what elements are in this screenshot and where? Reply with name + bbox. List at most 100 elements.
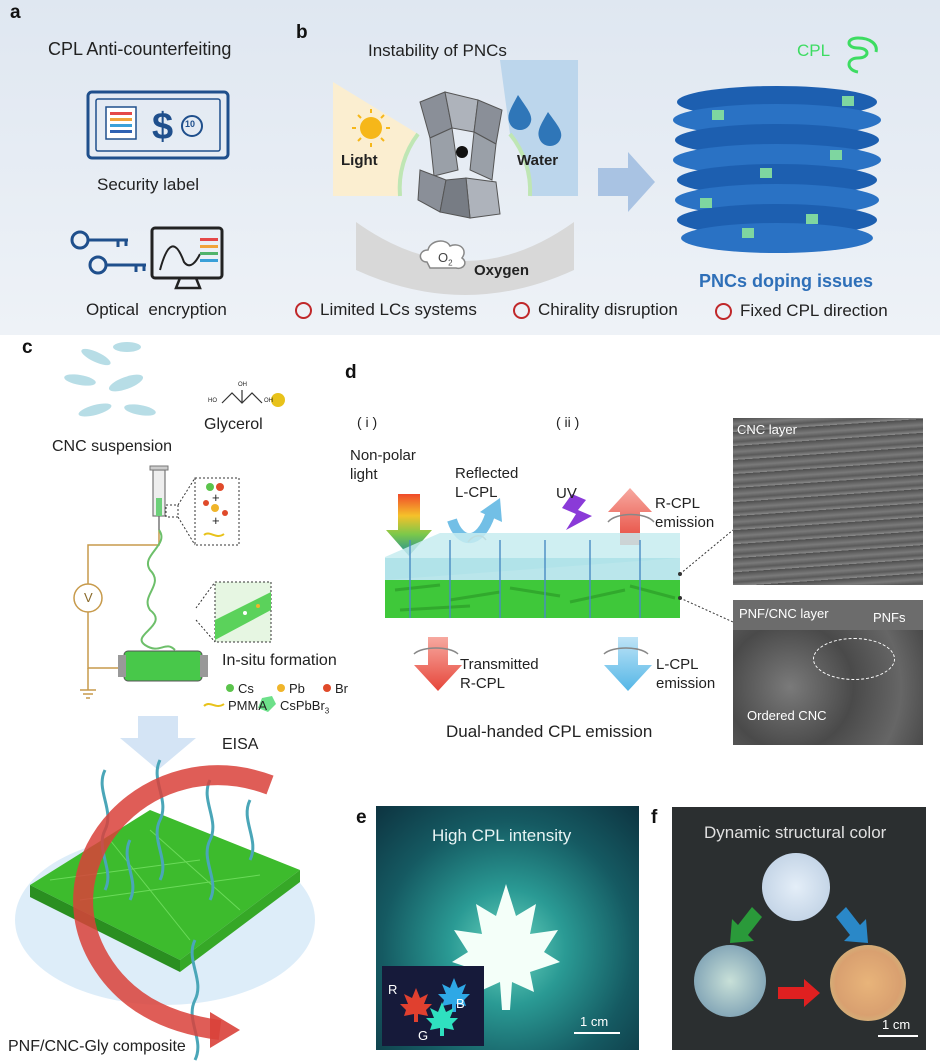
dynamic-color-title: Dynamic structural color bbox=[704, 823, 887, 842]
ordered-cnc-label: Ordered CNC bbox=[747, 708, 827, 723]
panel-label-e: e bbox=[356, 807, 367, 828]
cnc-rods bbox=[64, 342, 156, 417]
rgb-leaf-inset: R B G bbox=[382, 966, 484, 1046]
panel-f-photo: Dynamic structural color 1 cm bbox=[672, 807, 926, 1050]
l-cpl-emission-arrow bbox=[604, 637, 652, 691]
reflected-arrow bbox=[447, 513, 495, 544]
issue-chirality: Chirality disruption bbox=[513, 300, 678, 320]
high-cpl-intensity-title: High CPL intensity bbox=[432, 826, 572, 845]
pmma-label: PMMA bbox=[228, 698, 267, 713]
r-label: R bbox=[388, 982, 398, 997]
issue-circle-icon bbox=[513, 302, 530, 320]
dollar-sign-icon: $ bbox=[152, 106, 174, 148]
sem-pnf-cnc-image: PNF/CNC layer PNFs Ordered CNC bbox=[733, 600, 923, 745]
scale-bar-f bbox=[878, 1035, 918, 1037]
oh-top: OH bbox=[238, 382, 247, 388]
blue-leaf-icon bbox=[438, 978, 470, 1012]
pmma-icon bbox=[203, 703, 225, 707]
sample-disc-right bbox=[830, 945, 906, 1021]
anticounterfeiting-title: CPL Anti-counterfeiting bbox=[48, 39, 232, 59]
panel-label-a: a bbox=[10, 2, 21, 23]
case-ii-label: ( ii ) bbox=[556, 414, 580, 430]
issue-limited-lcs: Limited LCs systems bbox=[295, 300, 477, 320]
sample-disc-left bbox=[694, 945, 766, 1017]
green-leaf-icon bbox=[426, 1002, 458, 1036]
cnc-layer-label: CNC layer bbox=[737, 422, 797, 437]
transmitted-r-cpl-arrow bbox=[414, 637, 462, 691]
blue-arrow-icon bbox=[836, 907, 868, 943]
eisa-arrow bbox=[120, 716, 196, 770]
composite-film bbox=[30, 810, 300, 960]
scale-label-f: 1 cm bbox=[882, 1017, 911, 1032]
water-label: Water bbox=[517, 152, 559, 169]
light-label: Light bbox=[341, 152, 378, 169]
pnf-cnc-layer-label: PNF/CNC layer bbox=[739, 606, 829, 621]
red-leaf-icon bbox=[400, 988, 432, 1022]
syringe-icon bbox=[149, 465, 179, 530]
optical-encryption-caption: Optical encryption bbox=[86, 300, 227, 319]
pnc-doping-issues-label: PNCs doping issues bbox=[699, 271, 874, 291]
helix-strands bbox=[100, 759, 255, 1061]
glycerol-ball-icon bbox=[271, 393, 285, 407]
voltmeter-label: V bbox=[84, 590, 93, 605]
instability-title: Instability of PNCs bbox=[368, 41, 507, 60]
scale-bar-e bbox=[574, 1032, 620, 1034]
red-arrow-icon bbox=[778, 979, 820, 1007]
oxygen-label: Oxygen bbox=[474, 262, 530, 279]
in-situ-formation-label: In-situ formation bbox=[222, 652, 337, 669]
panel-label-d: d bbox=[345, 362, 357, 383]
security-label-caption: Security label bbox=[97, 175, 200, 194]
scale-label-e: 1 cm bbox=[580, 1014, 609, 1029]
pnf-cnc-layer bbox=[385, 580, 680, 618]
plus-sign-2: + bbox=[212, 513, 220, 528]
cnc-top-layer bbox=[385, 533, 680, 580]
cs-dot-icon bbox=[226, 684, 234, 692]
maple-leaf-icon bbox=[452, 884, 560, 1010]
br-dot-icon bbox=[323, 684, 331, 692]
cpl-label: CPL bbox=[797, 41, 831, 60]
pnfs-label: PNFs bbox=[873, 610, 906, 625]
glycerol-label: Glycerol bbox=[204, 416, 263, 433]
eisa-label: EISA bbox=[222, 736, 259, 753]
fiber-inset bbox=[214, 581, 272, 643]
br-label: Br bbox=[335, 681, 348, 696]
green-arrow-icon bbox=[730, 907, 762, 943]
panel-label-b: b bbox=[296, 22, 308, 43]
circuit-wires bbox=[80, 530, 160, 699]
precursor-inset bbox=[194, 477, 240, 546]
b-label: B bbox=[456, 996, 465, 1011]
ho-left: HO bbox=[208, 398, 217, 404]
composite-arrow bbox=[73, 765, 274, 1040]
cs-label: Cs bbox=[238, 681, 254, 696]
o2-label: O2 bbox=[438, 250, 453, 268]
issue-fixed-cpl: Fixed CPL direction bbox=[715, 301, 888, 321]
non-polar-light-arrow bbox=[386, 494, 432, 556]
oh-right: OH bbox=[264, 398, 273, 404]
glycerol-structure bbox=[221, 390, 263, 404]
panel-label-f: f bbox=[651, 807, 658, 828]
g-label: G bbox=[418, 1028, 429, 1043]
collector-drum bbox=[123, 650, 203, 682]
issue-circle-icon bbox=[715, 303, 732, 321]
sample-disc-top bbox=[762, 853, 830, 921]
plus-sign-1: + bbox=[212, 490, 220, 505]
uv-label: UV bbox=[556, 485, 577, 502]
panel-label-c: c bbox=[22, 337, 33, 358]
cspbbr3-label: CsPbBr3 bbox=[280, 698, 330, 716]
r-cpl-emission-arrow bbox=[608, 488, 652, 545]
cnc-suspension-label: CNC suspension bbox=[52, 438, 173, 455]
case-i-label: ( i ) bbox=[357, 414, 378, 430]
composite-label: PNF/CNC-Gly composite bbox=[8, 1038, 186, 1055]
sem-cnc-layer-image: CNC layer bbox=[733, 418, 923, 585]
pb-label: Pb bbox=[289, 681, 305, 696]
dual-handed-label: Dual-handed CPL emission bbox=[446, 722, 653, 741]
electrospinning-jet bbox=[140, 529, 176, 651]
pb-dot-icon bbox=[277, 684, 285, 692]
coin-value: 10 bbox=[185, 119, 196, 129]
panel-e-photo: High CPL intensity R B G 1 cm bbox=[376, 806, 639, 1050]
